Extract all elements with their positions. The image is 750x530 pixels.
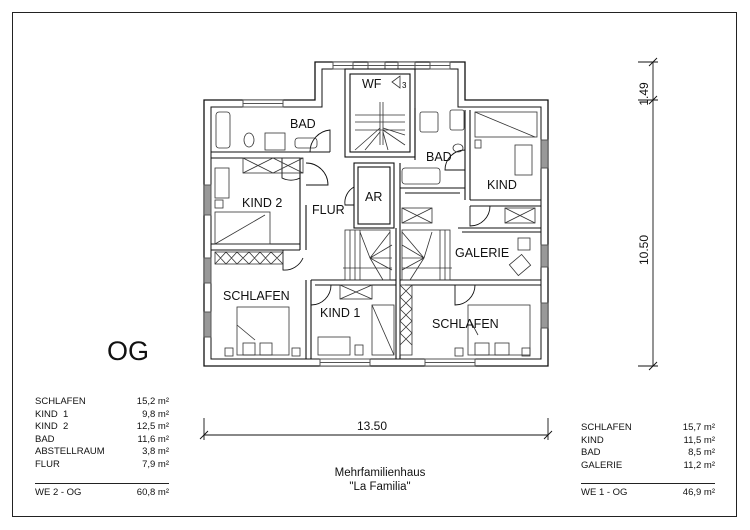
total-area: 46,9 m² (682, 487, 715, 499)
room-label-bad-right: BAD (426, 150, 452, 164)
room-area: 11,6 m² (137, 433, 169, 445)
staircase-top (354, 102, 406, 151)
dimension-depth (638, 57, 658, 371)
windows (203, 61, 549, 367)
staircase-left (343, 229, 393, 281)
furniture (214, 75, 538, 357)
area-row: ABSTELLRAUM 3,8 m² (35, 446, 169, 459)
room-area: 3,8 m² (142, 446, 169, 458)
room-area: 11,2 m² (683, 459, 715, 471)
room-label-schlafen-right: SCHLAFEN (432, 317, 499, 331)
room-label-ar: AR (365, 190, 382, 204)
dimension-width (199, 418, 553, 440)
room-name: ABSTELLRAUM (35, 446, 105, 458)
room-name: KIND (581, 434, 604, 446)
room-name: GALERIE (581, 459, 623, 471)
dimension-bay-label: 1.49 (637, 82, 651, 106)
room-name: BAD (581, 447, 601, 459)
area-row: BAD 11,6 m² (35, 434, 169, 447)
total-area: 60,8 m² (136, 486, 169, 498)
room-label-kind-2: KIND 2 (242, 196, 282, 210)
dimension-depth-label: 10.50 (637, 235, 651, 265)
area-table-we1: SCHLAFEN 15,7 m² KIND 11,5 m² BAD 8,5 m² GA… (581, 422, 715, 500)
area-row: SCHLAFEN 15,7 m² (581, 422, 715, 435)
area-row: KIND 2 12,5 m² (35, 421, 169, 434)
area-total-row: WE 1 - OG 46,9 m² (581, 483, 715, 500)
interior-walls (211, 68, 541, 359)
area-row: BAD 8,5 m² (581, 447, 715, 460)
room-label-kind-1: KIND 1 (320, 306, 360, 320)
room-label-schlafen-left: SCHLAFEN (223, 289, 290, 303)
area-row: SCHLAFEN 15,2 m² (35, 396, 169, 409)
area-row: FLUR 7,9 m² (35, 459, 169, 472)
total-label: WE 1 - OG (581, 487, 628, 499)
room-area: 9,8 m² (142, 408, 169, 420)
area-total-row: WE 2 - OG 60,8 m² (35, 482, 169, 500)
doors (281, 129, 491, 306)
title-line-2: "La Familia" (349, 481, 411, 493)
area-row: KIND 11,5 m² (581, 435, 715, 448)
stair-label-wf: WF (362, 77, 382, 91)
area-row: KIND 1 9,8 m² (35, 409, 169, 422)
room-area: 8,5 m² (688, 447, 715, 459)
room-area: 11,5 m² (683, 434, 715, 446)
room-area: 12,5 m² (136, 421, 169, 433)
title-line-1: Mehrfamilienhaus (334, 467, 426, 479)
total-label: WE 2 - OG (35, 486, 82, 498)
area-row: GALERIE 11,2 m² (581, 460, 715, 473)
staircase-right (401, 229, 452, 281)
drawing-frame (12, 12, 737, 517)
room-name: FLUR (35, 458, 60, 470)
level-label: OG (107, 336, 150, 366)
room-name: KIND 2 (35, 421, 69, 433)
room-area: 15,7 m² (682, 422, 715, 433)
room-label-flur: FLUR (312, 203, 345, 217)
dimension-width-label: 13.50 (357, 419, 387, 433)
area-table-we2: SCHLAFEN 15,2 m² KIND 1 9,8 m² KIND 2 12,5 … (35, 396, 169, 499)
room-label-galerie: GALERIE (455, 246, 509, 260)
stair-step-count: 3 (402, 81, 407, 90)
room-label-kind-right: KIND (487, 178, 517, 192)
room-name: BAD (35, 433, 55, 445)
room-area: 7,9 m² (142, 458, 169, 470)
drawing-title: Mehrfamilienhaus "La Familia" (260, 466, 500, 494)
room-name: SCHLAFEN (35, 396, 86, 407)
room-name: SCHLAFEN (581, 422, 632, 433)
room-name: KIND 1 (35, 408, 69, 420)
room-area: 15,2 m² (136, 396, 169, 407)
room-label-bad-left: BAD (290, 117, 316, 131)
